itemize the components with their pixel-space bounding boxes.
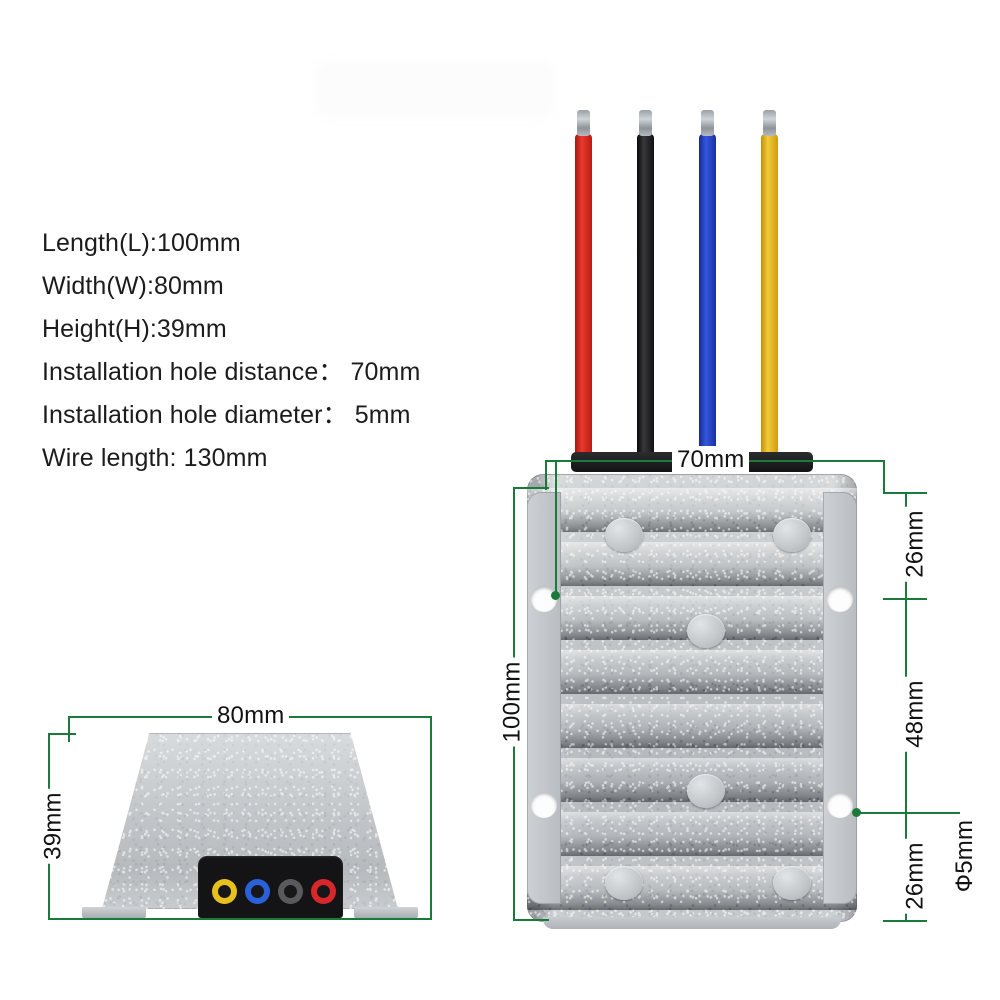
wire-yellow (761, 110, 778, 454)
dimtick-hole-distance-right (883, 460, 885, 492)
dimlabel-side-width: 80mm (212, 702, 290, 730)
mounting-flange-right (823, 492, 857, 904)
mounting-hole-bottom-left (531, 792, 557, 818)
dimlabel-segment-bottom: 26mm (901, 838, 930, 914)
mounting-hole-top-right (827, 586, 853, 612)
dimtick-side-height-top (48, 733, 76, 735)
terminal-blue (245, 879, 270, 904)
dimlabel-side-height: 39mm (39, 788, 68, 864)
module-base-lip (543, 917, 841, 929)
screw-boss (605, 866, 643, 900)
wire-blue (699, 110, 716, 454)
dimtick-side-width-left (68, 716, 70, 742)
wire-red (575, 110, 592, 454)
spec-height: Height(H):39mm (42, 315, 227, 343)
terminal-yellow (212, 879, 237, 904)
spec-wire-length: Wire length: 130mm (42, 444, 268, 472)
screw-boss (605, 518, 643, 552)
wire-tip-blue (701, 110, 714, 136)
spec-length: Length(L):100mm (42, 229, 241, 257)
specification-list: Length(L):100mm Width(W):80mm Height(H):… (42, 222, 472, 480)
terminal-red (311, 879, 336, 904)
spec-hole-diameter: Installation hole diameter： 5mm (42, 401, 411, 429)
spec-width: Width(W):80mm (42, 272, 224, 300)
dimtick-right-top (883, 492, 927, 494)
wire-tip-yellow (763, 110, 776, 136)
dimlabel-segment-middle: 48mm (901, 676, 930, 752)
dimtick-length-top (513, 487, 549, 489)
holemark-top-left (551, 591, 560, 600)
terminal-black (278, 879, 303, 904)
spec-hole-distance: Installation hole distance： 70mm (42, 358, 421, 386)
wire-tip-red (577, 110, 590, 136)
dimlabel-hole-diameter: Ф5mm (951, 815, 980, 897)
leader-hole-diameter (856, 812, 960, 814)
mounting-foot-right (354, 907, 418, 918)
dimlabel-hole-distance: 70mm (672, 446, 750, 474)
screw-boss (687, 614, 725, 648)
leader-hole-top-left (555, 460, 557, 596)
dimlabel-length: 100mm (498, 657, 527, 747)
mounting-foot-left (82, 907, 146, 918)
dimtick-right-bottom (883, 920, 927, 922)
top-view-illustration (527, 110, 857, 929)
dimlabel-segment-top: 26mm (901, 506, 930, 582)
side-view-illustration (80, 733, 420, 918)
wire-tip-black (639, 110, 652, 136)
dimtick-side-height-bottom (48, 918, 432, 920)
watermark (315, 60, 555, 118)
screw-boss (687, 774, 725, 808)
module-body-top (527, 474, 857, 922)
dimtick-length-bottom (513, 919, 549, 921)
dimtick-side-width-right (430, 716, 432, 918)
wire-black (637, 110, 654, 454)
dimtick-hole-distance-left (545, 460, 547, 490)
screw-boss (773, 866, 811, 900)
dimtick-right-26-48 (883, 598, 927, 600)
terminal-panel (198, 856, 343, 918)
holemark-bottom-right (852, 808, 861, 817)
screw-boss (773, 518, 811, 552)
mounting-hole-bottom-right (827, 792, 853, 818)
